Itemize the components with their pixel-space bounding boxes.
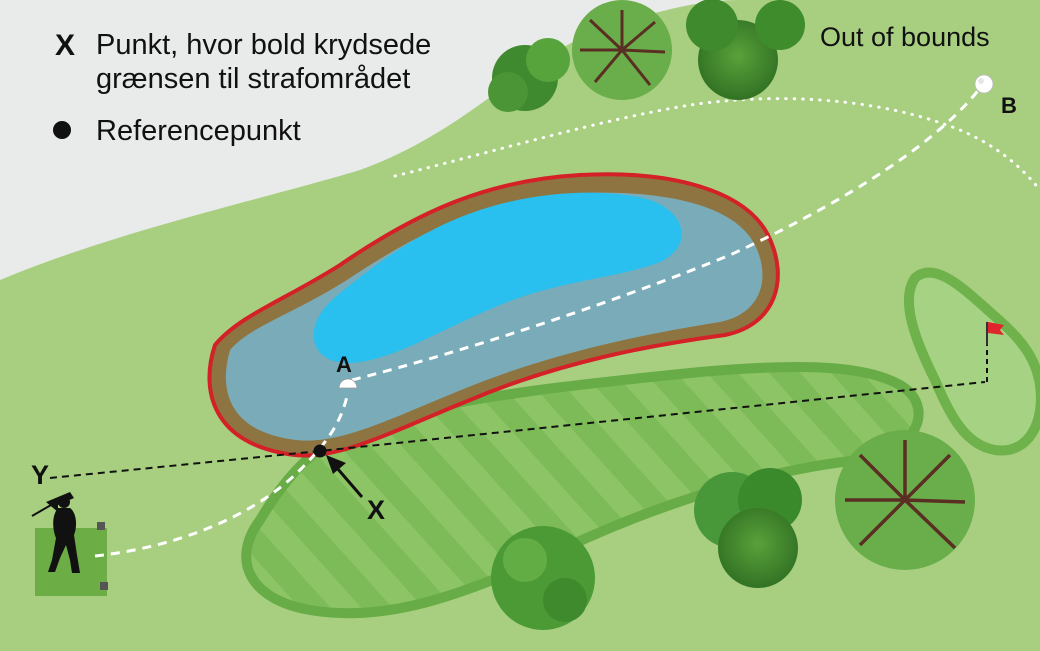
penalty-area-deep-water [313,192,682,363]
tree-icon [835,430,975,570]
legend-reference-point-icon [53,121,71,139]
tree-icon [572,0,672,100]
legend-x-text-line2: grænsen til strafområdet [96,63,410,95]
flag-icon [986,322,1004,345]
label-point-b: B [1001,93,1017,118]
ball-icon [974,74,994,94]
reference-point-icon [313,444,327,458]
line-y-to-hole [49,381,986,479]
tree-icon [686,0,805,100]
out-of-bounds-line [393,97,1040,192]
legend-ref-text: Referencepunkt [96,115,301,147]
legend-x-text-line1: Punkt, hvor bold krydsede [96,29,431,61]
legend-x-symbol: X [55,29,75,62]
out-of-bounds-label: Out of bounds [820,22,990,52]
label-point-y: Y [31,460,49,490]
ball-path-a-to-b [351,87,982,382]
ball-path-to-a [94,391,350,558]
tree-icon [694,468,802,588]
golfer-icon [31,492,80,573]
tree-icon [488,38,570,112]
label-point-x: X [367,495,385,525]
arrow-icon [326,455,364,498]
putting-green [903,267,1040,456]
ball-icon [338,378,358,389]
label-point-a: A [336,352,352,377]
tree-icon [491,526,595,630]
tee-marker [97,522,105,530]
legend: X Punkt, hvor bold krydsede grænsen til … [53,29,431,147]
tee-marker [100,582,108,590]
